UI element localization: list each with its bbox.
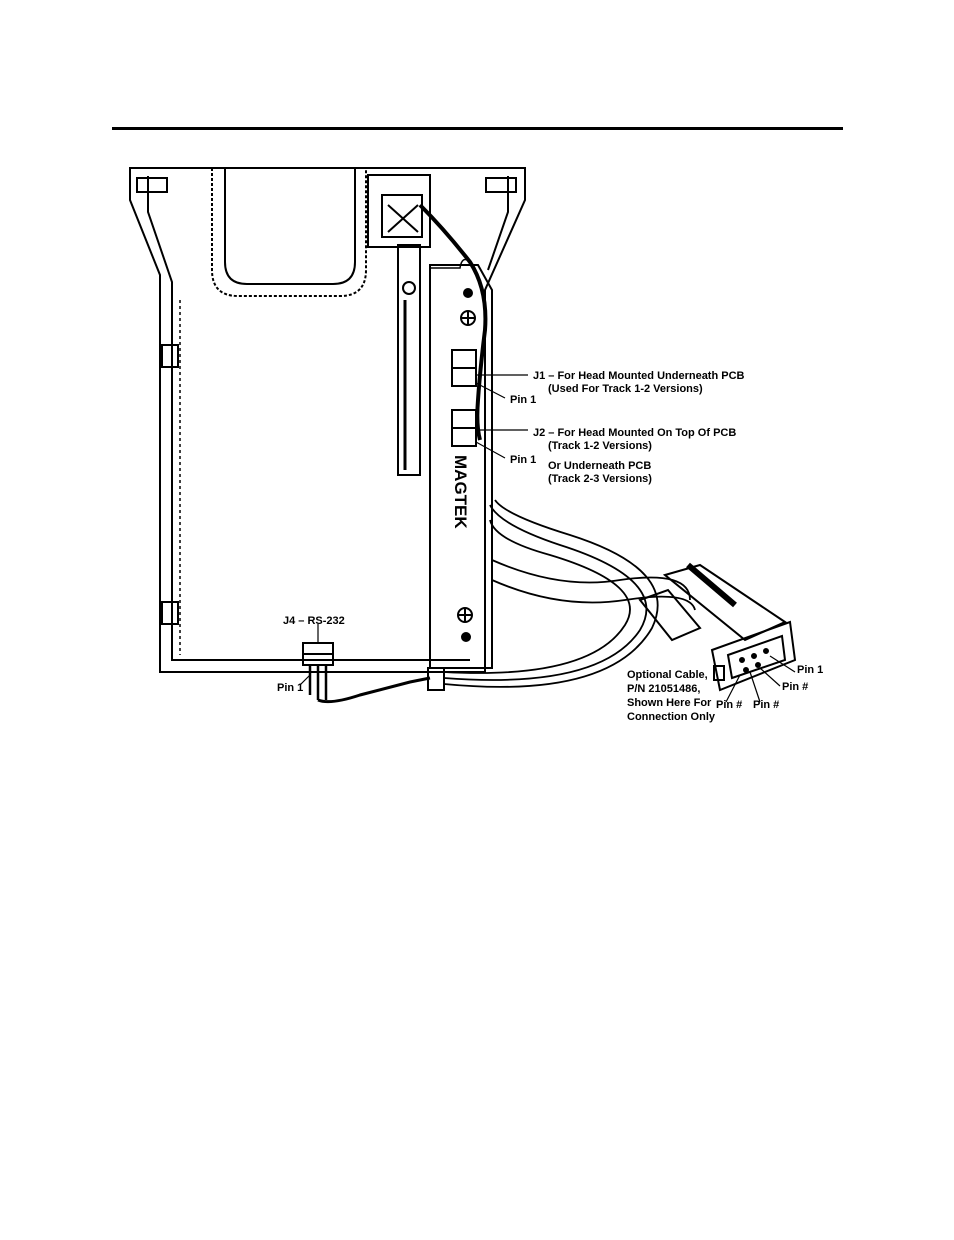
connectors — [451, 349, 477, 447]
j2-alt-sub-label: (Track 2-3 Versions) — [548, 473, 652, 485]
db9-pin1-label: Pin 1 — [797, 664, 823, 676]
external-cable-coil — [443, 499, 696, 688]
j1-sub-label: (Used For Track 1-2 Versions) — [548, 383, 703, 395]
db9-connector — [638, 562, 797, 692]
j4-pin-label: Pin 1 — [277, 682, 303, 694]
header-rule — [112, 127, 843, 130]
j2-sub-label: (Track 1-2 Versions) — [548, 440, 652, 452]
cable-note-line-2: P/N 21051486, — [627, 683, 700, 695]
j1-pin-label: Pin 1 — [510, 394, 536, 406]
j2-pin-label: Pin 1 — [510, 454, 536, 466]
leader-lines — [299, 374, 796, 703]
reader-housing — [129, 167, 526, 673]
db9-pin-a-label: Pin # — [782, 681, 808, 693]
cable-note-line-3: Shown Here For — [627, 697, 712, 709]
db9-pin-b-label: Pin # — [753, 699, 779, 711]
j2-label: J2 – For Head Mounted On Top Of PCB — [533, 427, 736, 439]
head-cable — [418, 203, 488, 441]
db9-pin-c-label: Pin # — [716, 699, 742, 711]
magnetic-head-assembly — [367, 174, 431, 476]
j2-alt-label: Or Underneath PCB — [548, 460, 651, 472]
cable-note-line-1: Optional Cable, — [627, 669, 708, 681]
board-brand-label: MAGTEK — [451, 455, 470, 529]
j4-label: J4 – RS-232 — [283, 615, 345, 627]
j4-rs232-connector — [302, 642, 445, 704]
j1-label: J1 – For Head Mounted Underneath PCB — [533, 370, 745, 382]
cable-note-line-4: Connection Only — [627, 711, 716, 723]
